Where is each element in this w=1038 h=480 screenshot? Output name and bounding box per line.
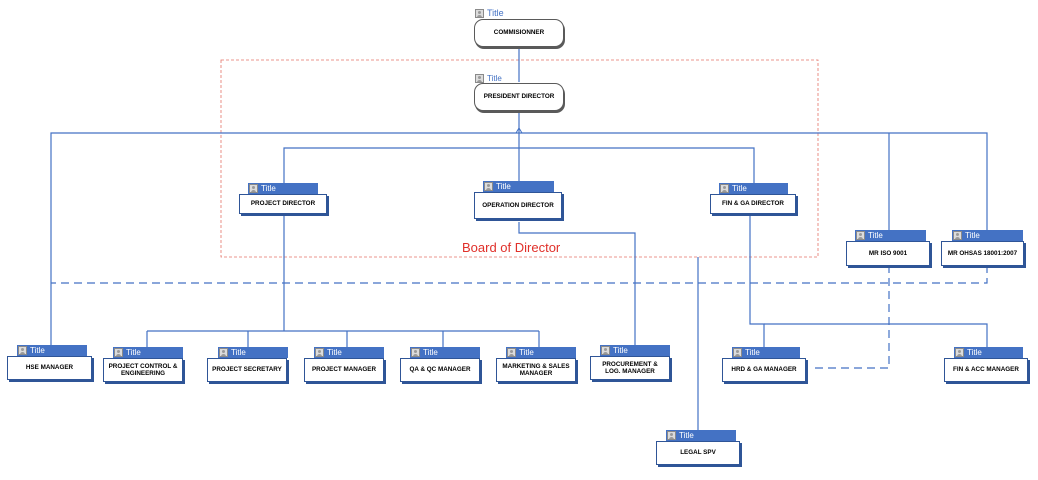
connector-fin-ga-acc — [764, 323, 988, 355]
position-name: FIN & ACC MANAGER — [944, 358, 1028, 382]
title-tag: Title — [954, 347, 1023, 358]
person-icon — [18, 346, 27, 355]
title-tag: Title — [600, 345, 670, 356]
title-tag: Title — [855, 230, 926, 241]
position-name: LEGAL SPV — [656, 441, 740, 465]
dashed-connector-iso-hrd — [812, 265, 890, 369]
person-icon — [114, 348, 123, 357]
connector-arrowhead — [515, 127, 523, 134]
title-tag: Title — [474, 73, 554, 84]
person-icon — [667, 431, 676, 440]
title-tag: Title — [719, 183, 788, 194]
position-name: COMMISIONNER — [474, 19, 564, 47]
position-name: PROJECT DIRECTOR — [239, 194, 327, 214]
title-tag: Title — [113, 347, 183, 358]
position-name: PROCUREMENT & LOG. MANAGER — [590, 356, 670, 380]
person-icon — [484, 182, 493, 191]
person-icon — [733, 348, 742, 357]
connector-operation-procurement — [518, 222, 636, 352]
person-icon — [955, 348, 964, 357]
board-of-director-group-frame — [220, 59, 819, 258]
person-icon — [953, 231, 962, 240]
position-name: MR ISO 9001 — [846, 241, 930, 266]
position-name: HSE MANAGER — [7, 356, 92, 380]
title-tag: Title — [248, 183, 318, 194]
connector-president-mr — [519, 132, 988, 238]
person-icon — [720, 184, 729, 193]
position-name: FIN & GA DIRECTOR — [710, 194, 796, 214]
connector-fin-ga-hrd — [749, 214, 765, 355]
title-tag: Title — [483, 181, 554, 192]
person-icon — [219, 348, 228, 357]
title-tag: Title — [474, 8, 554, 19]
title-tag: Title — [218, 347, 288, 358]
title-tag: Title — [666, 430, 736, 441]
connector-president-hse — [50, 132, 519, 352]
title-tag: Title — [952, 230, 1023, 241]
position-name: PROJECT CONTROL & ENGINEERING — [103, 358, 183, 382]
position-name: PROJECT MANAGER — [304, 358, 384, 382]
person-icon — [315, 348, 324, 357]
title-tag: Title — [314, 347, 384, 358]
connector-directors-bus — [283, 147, 755, 183]
board-of-director-label: Board of Director — [462, 240, 561, 255]
person-icon — [475, 74, 484, 83]
title-tag: Title — [732, 347, 800, 358]
title-tag: Title — [17, 345, 87, 356]
position-name: MR OHSAS 18001:2007 — [941, 241, 1024, 266]
person-icon — [601, 346, 610, 355]
position-name: HRD & GA MANAGER — [722, 358, 806, 382]
position-name: MARKETING & SALES MANAGER — [496, 358, 576, 382]
position-name: OPERATION DIRECTOR — [474, 192, 562, 219]
person-icon — [411, 348, 420, 357]
person-icon — [475, 9, 484, 18]
dashed-connector-ohsas — [51, 265, 988, 284]
person-icon — [856, 231, 865, 240]
person-icon — [249, 184, 258, 193]
position-name: PROJECT SECRETARY — [207, 358, 287, 382]
position-name: QA & QC MANAGER — [400, 358, 480, 382]
title-tag: Title — [506, 347, 576, 358]
position-name: PRESIDENT DIRECTOR — [474, 83, 564, 111]
person-icon — [507, 348, 516, 357]
title-tag: Title — [410, 347, 480, 358]
